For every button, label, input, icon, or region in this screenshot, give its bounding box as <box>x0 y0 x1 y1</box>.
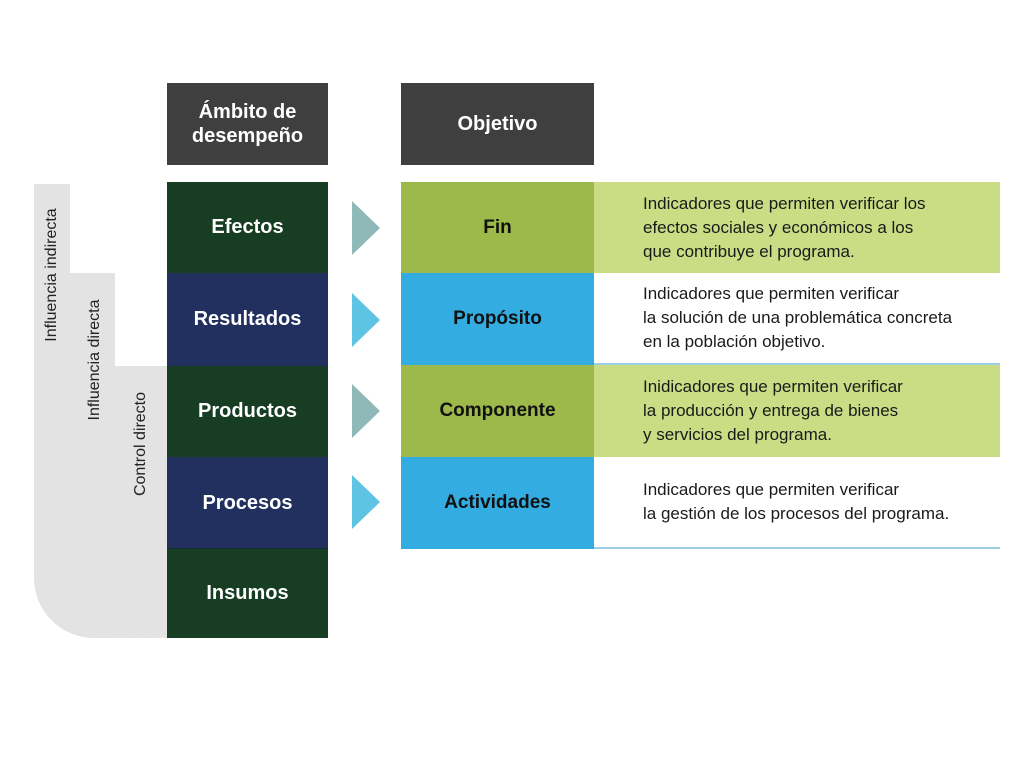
description-componente-text: Inidicadores que permiten verificar la p… <box>643 377 903 444</box>
ambito-resultados: Resultados <box>167 273 328 366</box>
ambito-productos: Productos <box>167 366 328 457</box>
ambito-efectos: Efectos <box>167 182 328 273</box>
description-actividades-text: Indicadores que permiten verificar la ge… <box>643 480 950 523</box>
description-actividades: Indicadores que permiten verificar la ge… <box>594 457 1000 549</box>
arrow-right-icon <box>352 293 380 347</box>
arrow-right-icon <box>352 384 380 438</box>
header-ambito-de-desempeno: Ámbito de desempeño <box>167 83 328 165</box>
description-fin: Indicadores que permiten verificar los e… <box>594 182 1000 273</box>
ambito-insumos: Insumos <box>167 549 328 638</box>
arrow-right-icon <box>352 475 380 529</box>
header-ambito-text: Ámbito de desempeño <box>191 101 304 147</box>
label-influencia-directa: Influencia directa <box>86 299 103 421</box>
objective-proposito: Propósito <box>401 273 594 365</box>
header-objetivo: Objetivo <box>401 83 594 165</box>
description-proposito-text: Indicadores que permiten verificar la so… <box>643 284 953 351</box>
control-directo-band <box>115 366 167 638</box>
ambito-divider <box>167 548 328 549</box>
description-componente: Inidicadores que permiten verificar la p… <box>594 365 1000 457</box>
influence-indirecta-cutout <box>70 184 167 273</box>
header-objetivo-text: Objetivo <box>457 113 538 135</box>
objective-actividades: Actividades <box>401 457 594 549</box>
description-fin-text: Indicadores que permiten verificar los e… <box>643 193 926 261</box>
ambito-procesos: Procesos <box>167 457 328 549</box>
label-influencia-indirecta: Influencia indirecta <box>43 208 60 342</box>
description-proposito: Indicadores que permiten verificar la so… <box>594 273 1000 365</box>
objective-componente: Componente <box>401 365 594 457</box>
influence-directa-cutout <box>115 273 167 366</box>
objective-fin: Fin <box>401 182 594 273</box>
arrow-right-icon <box>352 201 380 255</box>
label-control-directo: Control directo <box>132 391 149 497</box>
